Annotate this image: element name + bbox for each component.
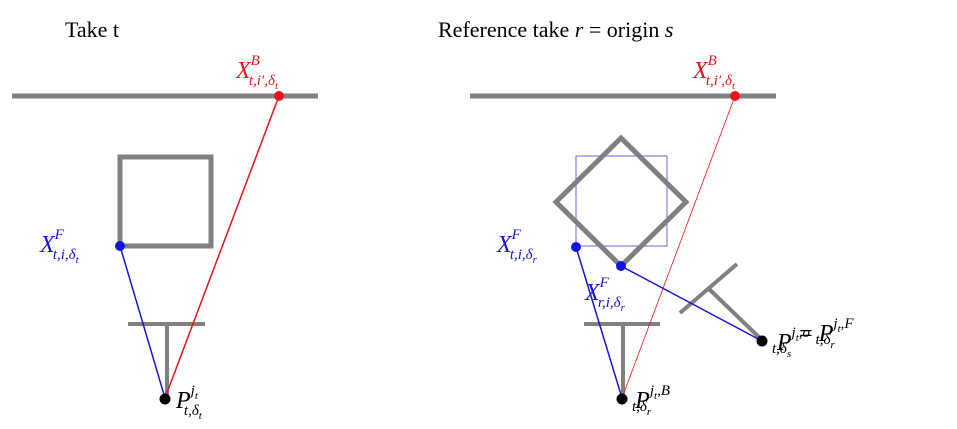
foreground-square <box>117 154 214 249</box>
reference-ray <box>620 265 763 342</box>
foreground-point <box>115 241 125 251</box>
camera-center-point <box>616 393 628 405</box>
origin-camera-center-point <box>756 335 768 347</box>
background-point <box>730 91 740 101</box>
reference-square-outline <box>575 155 668 247</box>
right-panel-title: Reference take r = origin s <box>438 17 673 42</box>
left-panel-title: Take t <box>65 17 119 42</box>
background-ray <box>621 95 736 399</box>
rotated-camera-axis <box>706 286 766 344</box>
foreground-ray <box>119 245 166 399</box>
camera-center-point <box>159 393 171 405</box>
reference-foreground-point <box>616 261 626 271</box>
foreground-ray <box>575 246 623 399</box>
foreground-point <box>571 242 581 252</box>
background-point <box>274 91 284 101</box>
background-ray <box>164 95 280 399</box>
